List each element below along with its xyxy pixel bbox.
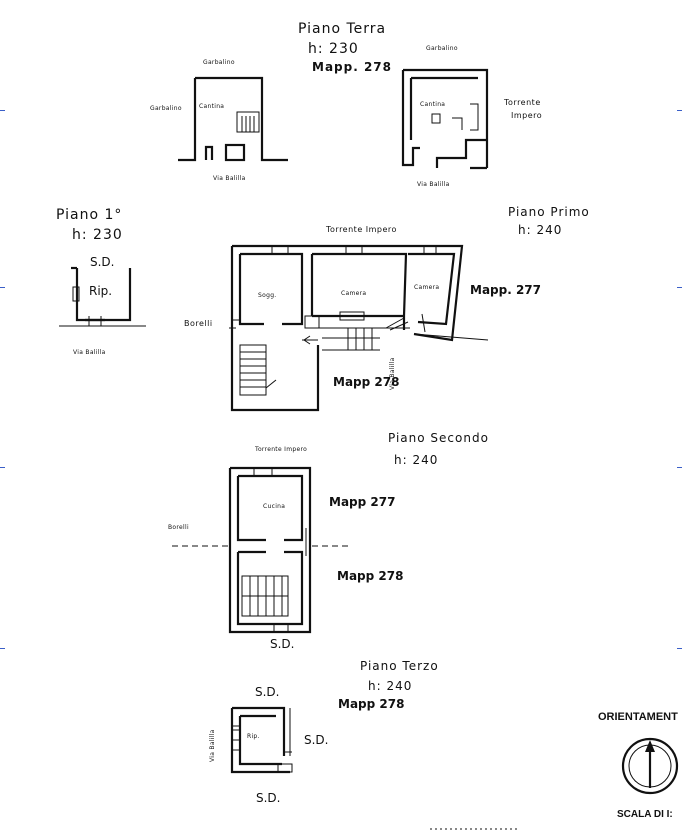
margin-tick	[0, 648, 5, 649]
third-floor-height: h: 240	[368, 679, 413, 693]
third-floor-mapp-278: Mapp 278	[338, 697, 405, 711]
second-floor-north-label: Torrente Impero	[255, 446, 308, 453]
ground-right-east-label-2: Impero	[511, 111, 543, 120]
ground-floor-right-plan	[401, 68, 489, 170]
ground-left-west-label: Garbalino	[150, 105, 182, 112]
second-floor-room-cucina: Cucina	[263, 503, 286, 510]
first-floor-small-plan	[59, 266, 146, 327]
ground-right-street-label: Via Balilla	[417, 181, 450, 188]
first-floor-mapp-277: Mapp. 277	[470, 283, 542, 297]
scale-label: SCALA DI I:	[617, 809, 673, 820]
third-floor-east-label: S.D.	[304, 733, 329, 747]
ground-left-room-label: Cantina	[199, 103, 225, 110]
first-floor-main-plan	[229, 244, 489, 412]
margin-tick	[677, 110, 682, 111]
second-floor-west-label: Borelli	[168, 524, 189, 531]
ground-left-north-label: Garbalino	[203, 59, 235, 66]
second-floor-height: h: 240	[394, 453, 439, 467]
margin-tick	[0, 467, 5, 468]
third-floor-room-rip: Rip.	[247, 733, 260, 740]
ground-floor-mapp: Mapp. 278	[312, 60, 393, 74]
first-floor-main-north-label: Torrente Impero	[326, 225, 397, 234]
first-floor-small-north-label: S.D.	[90, 255, 115, 269]
second-floor-mapp-278: Mapp 278	[337, 569, 404, 583]
first-floor-room-camera-1: Camera	[341, 290, 367, 297]
first-floor-main-height: h: 240	[518, 223, 563, 237]
margin-tick	[0, 287, 5, 288]
first-floor-mapp-278: Mapp 278	[333, 375, 400, 389]
north-arrow-icon	[621, 737, 679, 795]
ground-right-room-label: Cantina	[420, 101, 446, 108]
ground-floor-left-plan	[178, 76, 288, 162]
second-floor-mapp-277: Mapp 277	[329, 495, 396, 509]
third-floor-plan	[230, 706, 293, 774]
ground-floor-height: h: 230	[308, 41, 359, 57]
second-floor-title: Piano Secondo	[388, 431, 489, 445]
ground-right-north-label: Garbalino	[426, 45, 458, 52]
first-floor-main-title: Piano Primo	[508, 205, 590, 219]
first-floor-room-camera-2: Camera	[414, 284, 440, 291]
ground-right-east-label-1: Torrente	[504, 98, 541, 107]
second-floor-plan	[172, 466, 352, 634]
first-floor-west-label: Borelli	[184, 319, 213, 328]
first-floor-small-street-label: Via Balilla	[73, 349, 106, 356]
third-floor-street-label: Via Balilla	[209, 729, 216, 762]
margin-tick	[677, 287, 682, 288]
ground-floor-title: Piano Terra	[298, 21, 387, 37]
margin-tick	[0, 110, 5, 111]
first-floor-small-title: Piano 1°	[56, 207, 123, 223]
second-floor-south-label: S.D.	[270, 637, 295, 651]
third-floor-north-label: S.D.	[255, 685, 280, 699]
orientation-label: ORIENTAMENT	[598, 711, 678, 723]
first-floor-small-room-label: Rip.	[89, 284, 113, 298]
first-floor-room-sogg: Sogg.	[258, 292, 277, 299]
ground-left-street-label: Via Balilla	[213, 175, 246, 182]
third-floor-title: Piano Terzo	[360, 659, 439, 673]
first-floor-street-label: Via Balilla	[389, 357, 396, 390]
first-floor-small-height: h: 230	[72, 227, 123, 243]
margin-tick	[677, 467, 682, 468]
third-floor-south-label: S.D.	[256, 791, 281, 805]
margin-tick	[677, 648, 682, 649]
